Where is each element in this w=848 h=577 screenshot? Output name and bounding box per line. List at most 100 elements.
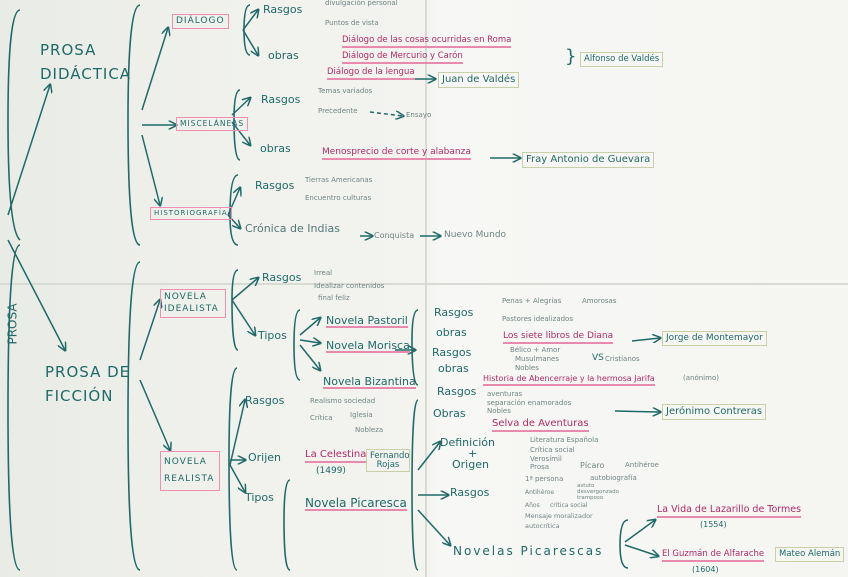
author-label: (anónimo) <box>683 374 719 382</box>
bizantina-rasgos: Rasgos <box>437 385 477 398</box>
novela-picaresca: Novela Picaresca <box>305 496 407 511</box>
rasgo-item: crítica social <box>550 502 588 509</box>
rasgo-item: Temas variados <box>318 87 373 95</box>
brace: } <box>565 46 577 67</box>
novela-morisca: Novela Morisca <box>326 339 410 353</box>
work-title: Los siete libros de Diana <box>503 332 614 344</box>
rasgo-item: Puntos de vista <box>325 19 379 27</box>
rasgo-item: separación enamorados <box>487 399 572 407</box>
critica-item: Nobleza <box>355 426 384 434</box>
prosa-ficcion-heading: PROSA DE FICCIÓN <box>45 363 131 405</box>
miscelaneas-rasgos: Rasgos <box>261 93 301 106</box>
novela-pastoril: Novela Pastoril <box>326 314 408 328</box>
morisca-rasgos: Rasgos <box>432 346 472 359</box>
amorosas-label: Amorosas <box>582 297 617 305</box>
dialogo-obras: obras <box>268 49 299 62</box>
cronica-label: Crónica de Indias <box>245 222 340 235</box>
lazarillo-year: (1554) <box>700 520 727 529</box>
rasgo-item: Crítica <box>310 414 333 422</box>
prosa-side-label: PROSA <box>5 303 20 345</box>
rasgo-item: divulgación personal <box>325 0 398 7</box>
rasgo-item: Nobles <box>515 364 539 372</box>
rasgo-item: Realismo sociedad <box>310 397 376 405</box>
def-item: Antihéroe <box>625 461 659 469</box>
nuevo-mundo-label: Nuevo Mundo <box>444 230 507 240</box>
critica-item: Iglesia <box>350 411 373 419</box>
cristianos-label: Cristianos <box>605 355 640 363</box>
def-item: Literatura Española <box>530 436 599 444</box>
antiheroe-item: desvergonzado <box>577 489 619 495</box>
definicion-label: Definición <box>440 436 495 449</box>
rasgo-item: autobiografía <box>590 474 637 482</box>
author-box: Fray Antonio de Guevara <box>522 152 655 168</box>
dialogo-box: DIÁLOGO <box>172 14 229 29</box>
dialogo-rasgos: Rasgos <box>263 3 303 16</box>
rasgo-item: Mensaje moralizador <box>525 512 593 520</box>
rasgo-item: Tierras Americanas <box>305 176 373 184</box>
work-title: Menosprecio de corte y alabanza <box>322 148 471 160</box>
plus-label: + <box>468 447 478 460</box>
rasgo-item: final feliz <box>318 294 350 302</box>
miscelaneas-box: MISCELÁNEAS <box>176 117 249 131</box>
author-box: Alfonso de Valdés <box>580 52 664 67</box>
picaresca-rasgos: Rasgos <box>450 486 490 499</box>
antiheroe-item: tramposo <box>577 495 604 501</box>
idealista-rasgos: Rasgos <box>262 271 302 284</box>
rasgo-item: autocrítica <box>525 522 560 530</box>
novela-bizantina: Novela Bizantina <box>323 375 416 389</box>
rasgo-item: Musulmanes <box>515 355 560 363</box>
idealista-tipos: Tipos <box>258 329 287 342</box>
historiografia-box: HISTORIOGRAFÍA <box>150 207 232 220</box>
rasgo-item: Bélico + Amor <box>510 346 561 354</box>
paper-fold <box>425 0 427 577</box>
rasgo-item: Nobles <box>487 407 511 415</box>
rasgo-item: Irreal <box>314 269 333 277</box>
rasgo-item: Años <box>525 502 540 509</box>
work-title: Selva de Aventuras <box>492 419 589 432</box>
paper-fold <box>0 283 848 285</box>
miscelaneas-obras: obras <box>260 142 291 155</box>
rasgo-item: Antihéroe <box>525 489 555 496</box>
work-title: La Vida de Lazarillo de Tormes <box>657 505 802 518</box>
rasgo-item: 1ª persona <box>525 475 564 483</box>
pastoril-rasgos: Rasgos <box>434 306 474 319</box>
author-box: Juan de Valdés <box>438 72 520 88</box>
vs-label: VS <box>592 353 604 363</box>
author-box: Fernando Rojas <box>366 449 410 472</box>
bizantina-obras: Obras <box>433 407 466 420</box>
novela-idealista-box: NOVELA IDEALISTA <box>160 289 226 319</box>
realista-tipos: Tipos <box>245 491 274 504</box>
rasgo-item: Precedente <box>318 107 358 115</box>
historiografia-rasgos: Rasgos <box>255 179 295 192</box>
guzman-year: (1604) <box>692 565 719 574</box>
work-title: Diálogo de las cosas ocurridas en Roma <box>342 36 512 48</box>
work-title: El Guzmán de Alfarache <box>662 550 765 562</box>
def-item: Pícaro <box>580 461 605 470</box>
def-item: Prosa <box>530 463 550 471</box>
prosa-didactica-heading: PROSA DIDÁCTICA <box>40 41 132 83</box>
conquista-label: Conquista <box>374 231 415 240</box>
realista-rasgos: Rasgos <box>245 394 285 407</box>
author-box: Jorge de Montemayor <box>662 331 767 346</box>
novelas-picarescas: Novelas Picarescas <box>453 544 604 558</box>
rasgo-item: Penas + Alegrías <box>502 297 562 305</box>
pastoril-obras: obras <box>436 326 467 339</box>
celestina-year: (1499) <box>316 466 346 476</box>
morisca-obras: obras <box>438 362 469 375</box>
author-box: Mateo Alemán <box>775 547 845 562</box>
antiheroe-item: astuto <box>577 483 595 489</box>
work-title: Diálogo de Mercurio y Carón <box>342 52 463 64</box>
realista-origen: Orijen <box>248 451 282 464</box>
work-title: La Celestina <box>305 450 367 463</box>
author-box: Jerónimo Contreras <box>662 404 767 420</box>
work-title: Diálogo de la lengua <box>327 68 415 80</box>
work-title: Historia de Abencerraje y la hermosa Jar… <box>483 375 655 386</box>
origen-label: Origen <box>452 458 489 471</box>
rasgo-item: Idealizar contenidos <box>314 282 385 290</box>
rasgo-item: Encuentro culturas <box>305 194 372 202</box>
def-item: Verosímil <box>530 455 562 463</box>
novela-realista-box: NOVELA REALISTA <box>160 451 220 492</box>
rasgo-item: Pastores idealizados <box>502 315 573 323</box>
rasgo-item: aventuras <box>487 390 523 398</box>
